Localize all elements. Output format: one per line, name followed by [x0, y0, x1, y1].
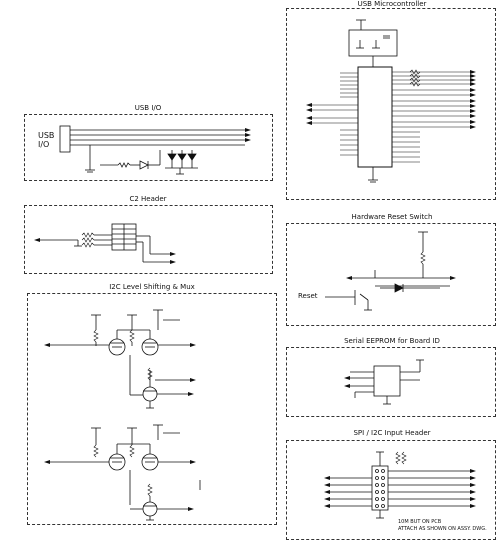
hardware-reset-schematic: [325, 231, 456, 311]
usb-io-connector-label: USB I/O: [38, 131, 55, 149]
spi-i2c-header-title: SPI / I2C Input Header: [353, 429, 431, 437]
usb-io-schematic: [59, 125, 251, 175]
spi-footnote-1: 10M BUT ON PCB: [398, 519, 442, 525]
i2c-level-shifting-title: I2C Level Shifting & Mux: [109, 283, 195, 291]
serial-eeprom-schematic: [344, 359, 424, 405]
c2-header-title: C2 Header: [129, 195, 167, 203]
c2-header-schematic: [34, 223, 176, 264]
spi-i2c-header-block: [286, 440, 496, 540]
usb-io-block: [24, 114, 273, 181]
usb-microcontroller-block: [286, 8, 496, 200]
usb-io-title: USB I/O: [134, 104, 162, 112]
hardware-reset-block: [286, 223, 496, 326]
spi-footnote-2: ATTACH AS SHOWN ON ASSY. DWG.: [398, 526, 487, 532]
c2-header-block: [24, 205, 273, 274]
hardware-reset-title: Hardware Reset Switch: [351, 213, 433, 221]
spi-i2c-header-schematic: [324, 451, 476, 519]
i2c-level-shifting-schematic: [44, 309, 201, 521]
usb-microcontroller-schematic: [306, 19, 476, 183]
i2c-level-shifting-block: [27, 293, 277, 525]
serial-eeprom-block: [286, 347, 496, 417]
usb-microcontroller-title: USB Microcontroller: [357, 0, 427, 8]
reset-button-label: Reset: [298, 292, 318, 300]
serial-eeprom-title: Serial EEPROM for Board ID: [344, 337, 440, 345]
